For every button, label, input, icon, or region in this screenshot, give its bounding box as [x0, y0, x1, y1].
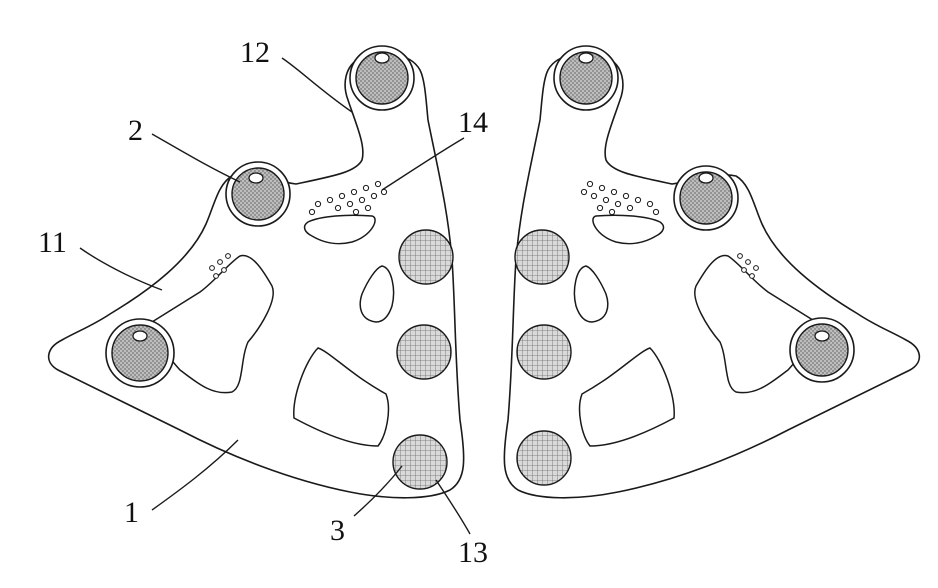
label-3: 3 [330, 514, 345, 547]
right-mesh-pad-2 [517, 325, 571, 379]
right-pad-middle [674, 166, 738, 230]
label-12: 12 [240, 36, 270, 69]
label-14: 14 [458, 106, 488, 139]
right-pad-top [554, 46, 618, 110]
leader-line-11 [80, 248, 162, 290]
right-piece [504, 46, 919, 498]
left-mesh-pad-2 [397, 325, 451, 379]
label-2: 2 [128, 114, 143, 147]
left-mesh-pad-3 [393, 435, 447, 489]
leader-line-2 [152, 134, 240, 182]
left-piece [49, 46, 464, 498]
right-pad-outer [790, 318, 854, 382]
label-11: 11 [38, 226, 67, 259]
left-pad-middle [226, 162, 290, 226]
left-pad-top [350, 46, 414, 110]
left-pad-outer [106, 319, 174, 387]
right-mesh-pad-1 [515, 230, 569, 284]
left-mesh-pad-1 [399, 230, 453, 284]
label-1: 1 [124, 496, 139, 529]
leader-line-12 [282, 58, 352, 112]
label-13: 13 [458, 536, 488, 569]
right-mesh-pad-3 [517, 431, 571, 485]
